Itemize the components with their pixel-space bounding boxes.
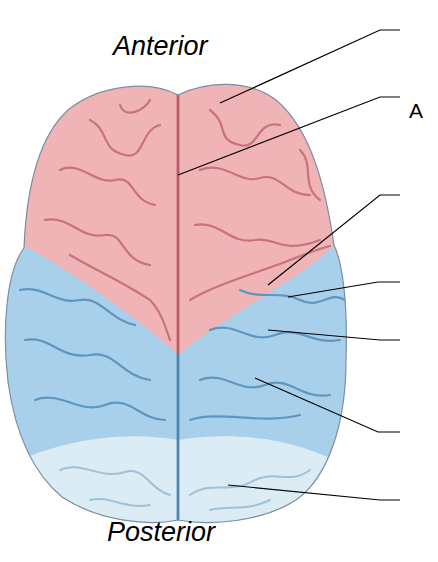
direction-label: Posterior (107, 518, 215, 548)
direction-label: Anterior (113, 32, 208, 62)
leader-lines (178, 30, 400, 500)
frontal-lobe (0, 0, 438, 355)
gyri (60, 467, 310, 510)
structure-label: A (409, 99, 423, 122)
gyri (20, 289, 345, 520)
brain-outline (5, 84, 346, 522)
gyri (45, 95, 330, 355)
